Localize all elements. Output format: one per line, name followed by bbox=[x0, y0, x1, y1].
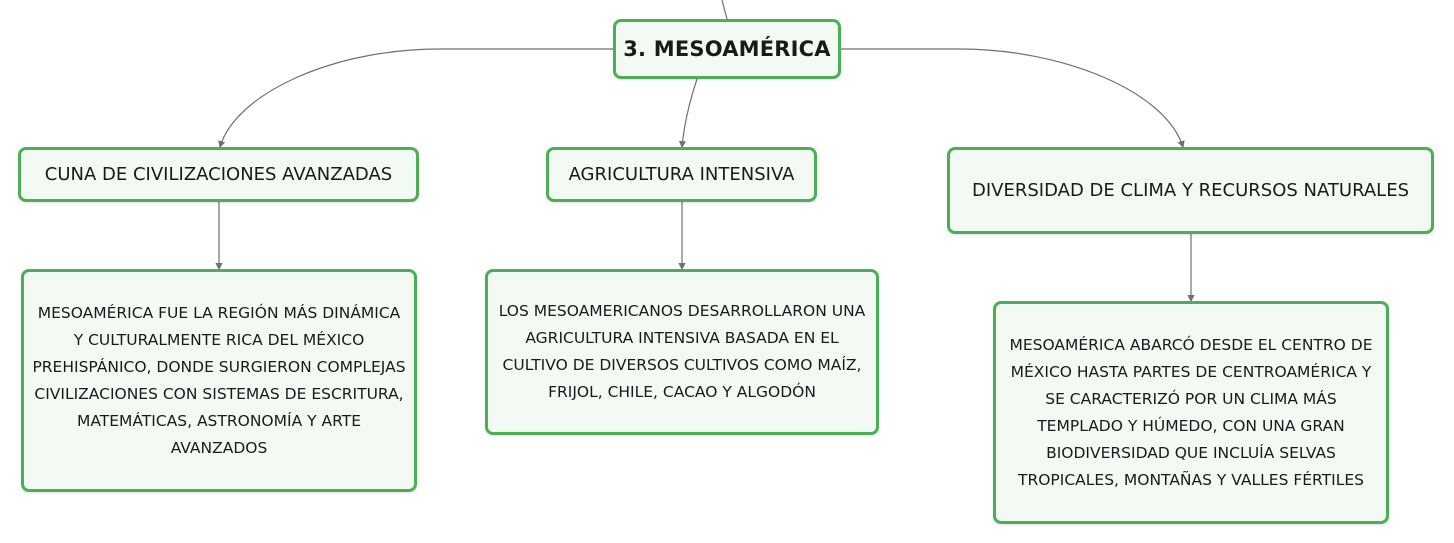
connector-root-to-branch-1 bbox=[218, 48, 613, 149]
incoming-connector bbox=[721, 0, 728, 20]
detail-node-agricultura[interactable]: LOS MESOAMERICANOS DESARROLLARON UNA AGR… bbox=[485, 269, 879, 435]
root-node[interactable]: 3. MESOAMÉRICA bbox=[613, 19, 841, 79]
branch-node-label: CUNA DE CIVILIZACIONES AVANZADAS bbox=[44, 164, 393, 185]
connector-root-to-branch-3 bbox=[841, 48, 1185, 149]
detail-node-civilizaciones[interactable]: MESOAMÉRICA FUE LA REGIÓN MÁS DINÁMICA Y… bbox=[21, 269, 417, 492]
root-node-label: 3. MESOAMÉRICA bbox=[623, 37, 831, 61]
detail-node-diversidad[interactable]: MESOAMÉRICA ABARCÓ DESDE EL CENTRO DE MÉ… bbox=[993, 301, 1389, 524]
connector-root-to-branch-2 bbox=[678, 78, 698, 149]
detail-node-text: LOS MESOAMERICANOS DESARROLLARON UNA AGR… bbox=[498, 302, 866, 401]
branch-node-label: AGRICULTURA INTENSIVA bbox=[568, 164, 795, 185]
branch-node-diversidad[interactable]: DIVERSIDAD DE CLIMA Y RECURSOS NATURALES bbox=[947, 147, 1434, 234]
branch-node-agricultura[interactable]: AGRICULTURA INTENSIVA bbox=[546, 147, 817, 202]
branch-node-civilizaciones[interactable]: CUNA DE CIVILIZACIONES AVANZADAS bbox=[18, 147, 419, 202]
branch-node-label: DIVERSIDAD DE CLIMA Y RECURSOS NATURALES bbox=[971, 180, 1410, 201]
detail-node-text: MESOAMÉRICA ABARCÓ DESDE EL CENTRO DE MÉ… bbox=[1009, 335, 1373, 489]
detail-node-text: MESOAMÉRICA FUE LA REGIÓN MÁS DINÁMICA Y… bbox=[32, 303, 406, 457]
